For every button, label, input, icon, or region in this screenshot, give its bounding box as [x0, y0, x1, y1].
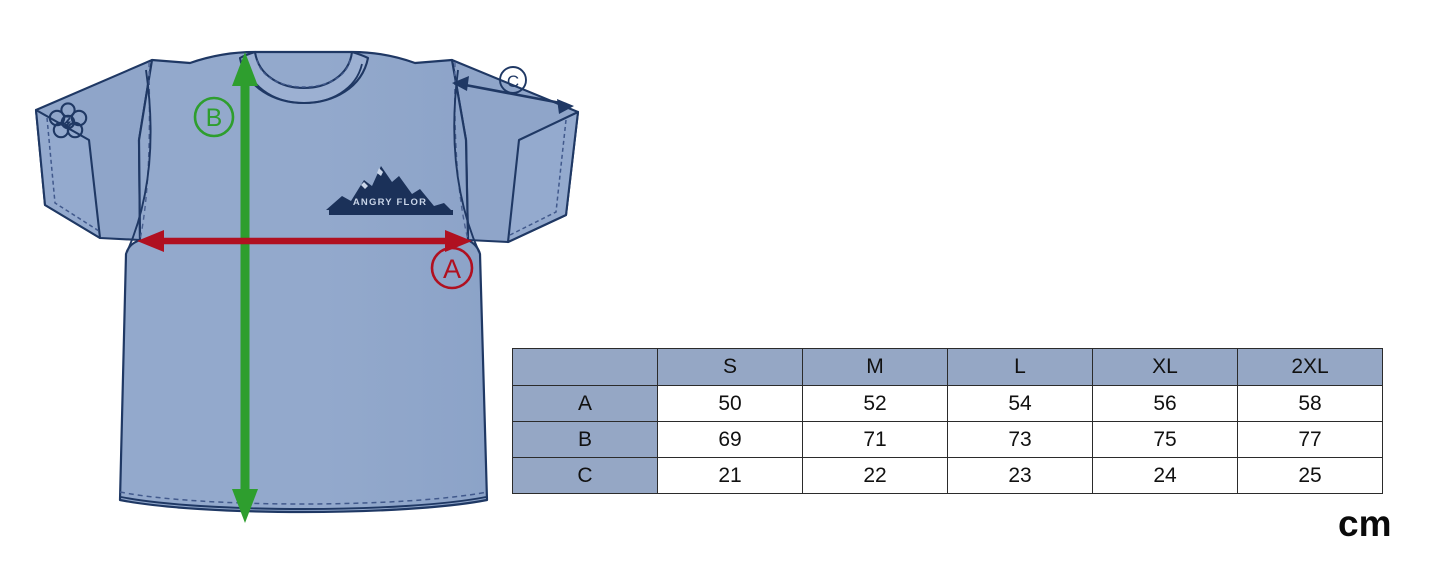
marker-a-label: A: [443, 254, 461, 284]
cell-c-2xl: 25: [1237, 457, 1383, 494]
marker-b-label: B: [206, 104, 223, 132]
column-header-m: M: [802, 348, 948, 386]
measurement-arrow-a: [137, 230, 472, 252]
cell-b-l: 73: [947, 421, 1093, 458]
measurement-arrow-c: [452, 76, 574, 114]
marker-a: A: [430, 246, 474, 290]
table-row: C 21 22 23 24 25: [512, 457, 1383, 494]
cell-a-m: 52: [802, 385, 948, 422]
chest-print-logo: ANGRY FLOR: [326, 166, 453, 215]
column-header-l: L: [947, 348, 1093, 386]
marker-c-label: C: [507, 72, 519, 91]
table-header-row: S M L XL 2XL: [512, 348, 1383, 386]
column-header-2xl: 2XL: [1237, 348, 1383, 386]
cell-c-xl: 24: [1092, 457, 1238, 494]
table-corner-cell: [512, 348, 658, 386]
table-row: B 69 71 73 75 77: [512, 421, 1383, 458]
shirt-body: [118, 50, 489, 514]
cell-b-m: 71: [802, 421, 948, 458]
size-table-container: S M L XL 2XL A 50 52 54 56 58 B: [512, 348, 1383, 494]
cell-a-l: 54: [947, 385, 1093, 422]
seam-lines: [126, 61, 480, 253]
cell-b-xl: 75: [1092, 421, 1238, 458]
svg-text:ANGRY FLOR: ANGRY FLOR: [353, 197, 427, 208]
marker-b: B: [193, 96, 235, 138]
flower-emblem-icon: [48, 102, 88, 139]
column-header-s: S: [657, 348, 803, 386]
unit-label: cm: [1338, 503, 1392, 544]
row-label-c: C: [512, 457, 658, 494]
row-label-a: A: [512, 385, 658, 422]
cell-c-s: 21: [657, 457, 803, 494]
cell-b-s: 69: [657, 421, 803, 458]
cell-a-xl: 56: [1092, 385, 1238, 422]
size-table: S M L XL 2XL A 50 52 54 56 58 B: [512, 348, 1383, 494]
table-row: A 50 52 54 56 58: [512, 385, 1383, 422]
cell-a-s: 50: [657, 385, 803, 422]
tshirt-diagram: ANGRY FLOR: [0, 0, 620, 576]
left-sleeve: [34, 58, 154, 242]
marker-c: C: [499, 66, 527, 94]
cell-a-2xl: 58: [1237, 385, 1383, 422]
cell-c-m: 22: [802, 457, 948, 494]
column-header-xl: XL: [1092, 348, 1238, 386]
measurement-arrow-b: [232, 52, 258, 523]
right-sleeve: [450, 58, 580, 244]
bottom-hem: [119, 491, 488, 510]
cell-b-2xl: 77: [1237, 421, 1383, 458]
row-label-b: B: [512, 421, 658, 458]
cell-c-l: 23: [947, 457, 1093, 494]
